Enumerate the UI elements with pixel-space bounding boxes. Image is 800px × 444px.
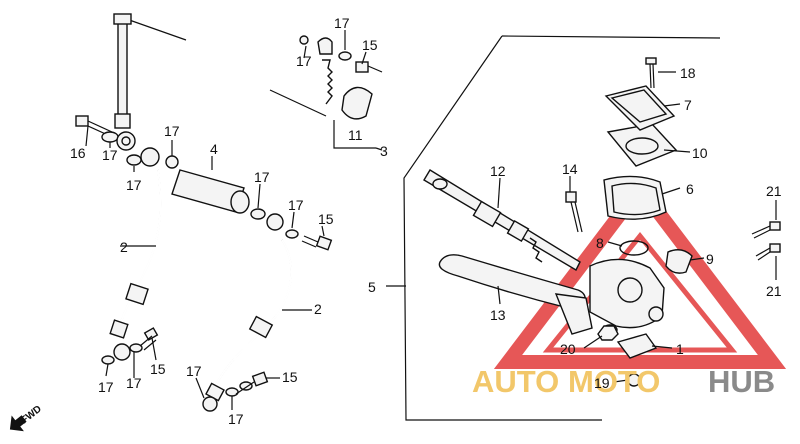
banjo-lower-right — [202, 371, 269, 412]
o-ring-8 — [619, 240, 649, 256]
fwd-label: FWD — [19, 404, 44, 427]
label-19: 19 — [594, 375, 610, 391]
label-14: 14 — [562, 161, 578, 177]
boot-9 — [665, 249, 693, 274]
label-17: 17 — [102, 147, 118, 163]
brake-pipe-upper — [113, 13, 187, 129]
joint-pipe-4 — [165, 155, 250, 214]
label-17: 17 — [334, 15, 350, 31]
label-15: 15 — [362, 37, 378, 53]
watermark-moto: MOTO — [568, 364, 660, 399]
reservoir-6 — [603, 175, 667, 220]
assembly-5-outline — [386, 35, 721, 421]
reservoir-cap-7 — [604, 85, 676, 131]
label-11: 11 — [348, 127, 363, 143]
brake-switch-3 — [269, 35, 383, 151]
bracket-1 — [616, 333, 658, 359]
label-15: 15 — [150, 361, 166, 377]
label-9: 9 — [706, 251, 714, 267]
washer-17-upper-left — [101, 131, 160, 167]
brake-hose-2-right — [205, 239, 293, 402]
label-17: 17 — [288, 197, 304, 213]
label-13: 13 — [490, 307, 506, 323]
label-3: 3 — [380, 143, 388, 159]
label-20: 20 — [560, 341, 576, 357]
label-21: 21 — [766, 283, 782, 299]
bolt-15-middle — [250, 208, 333, 251]
fwd-indicator: FWD — [9, 404, 44, 432]
label-16: 16 — [70, 145, 86, 161]
nut-20 — [597, 325, 619, 341]
brake-lever-13 — [438, 254, 593, 335]
label-17: 17 — [296, 53, 312, 69]
label-2: 2 — [314, 301, 322, 317]
label-17: 17 — [186, 363, 202, 379]
screws-21 — [751, 221, 781, 261]
label-17: 17 — [228, 411, 244, 427]
label-5: 5 — [368, 279, 376, 295]
fwd-arrow-icon — [9, 415, 27, 432]
label-21: 21 — [766, 183, 782, 199]
bolt-14 — [565, 191, 583, 233]
diaphragm-10 — [606, 123, 678, 167]
watermark-auto: AUTO — [472, 364, 559, 399]
label-18: 18 — [680, 65, 696, 81]
banjo-lower-left — [101, 327, 159, 365]
leader-lines — [85, 30, 777, 410]
watermark-hub: HUB — [708, 364, 775, 399]
label-15: 15 — [318, 211, 334, 227]
label-17: 17 — [126, 177, 142, 193]
watermark-text: AUTO MOTO HUB — [472, 364, 775, 399]
piston-set-12 — [423, 169, 581, 271]
label-17: 17 — [98, 379, 114, 395]
brake-hose-2-left — [109, 169, 162, 339]
label-7: 7 — [684, 97, 692, 113]
label-6: 6 — [686, 181, 694, 197]
label-8: 8 — [596, 235, 604, 251]
label-2: 2 — [120, 239, 128, 255]
label-10: 10 — [692, 145, 708, 161]
label-4: 4 — [210, 141, 218, 157]
label-1: 1 — [676, 341, 684, 357]
label-17: 17 — [164, 123, 180, 139]
master-cylinder-body — [589, 258, 665, 336]
label-17: 17 — [126, 375, 142, 391]
part-labels: 17 17 15 11 3 16 17 17 17 4 2 17 17 15 2… — [70, 15, 782, 427]
label-17: 17 — [254, 169, 270, 185]
screw-18 — [645, 57, 657, 89]
label-12: 12 — [490, 163, 506, 179]
label-15: 15 — [282, 369, 298, 385]
